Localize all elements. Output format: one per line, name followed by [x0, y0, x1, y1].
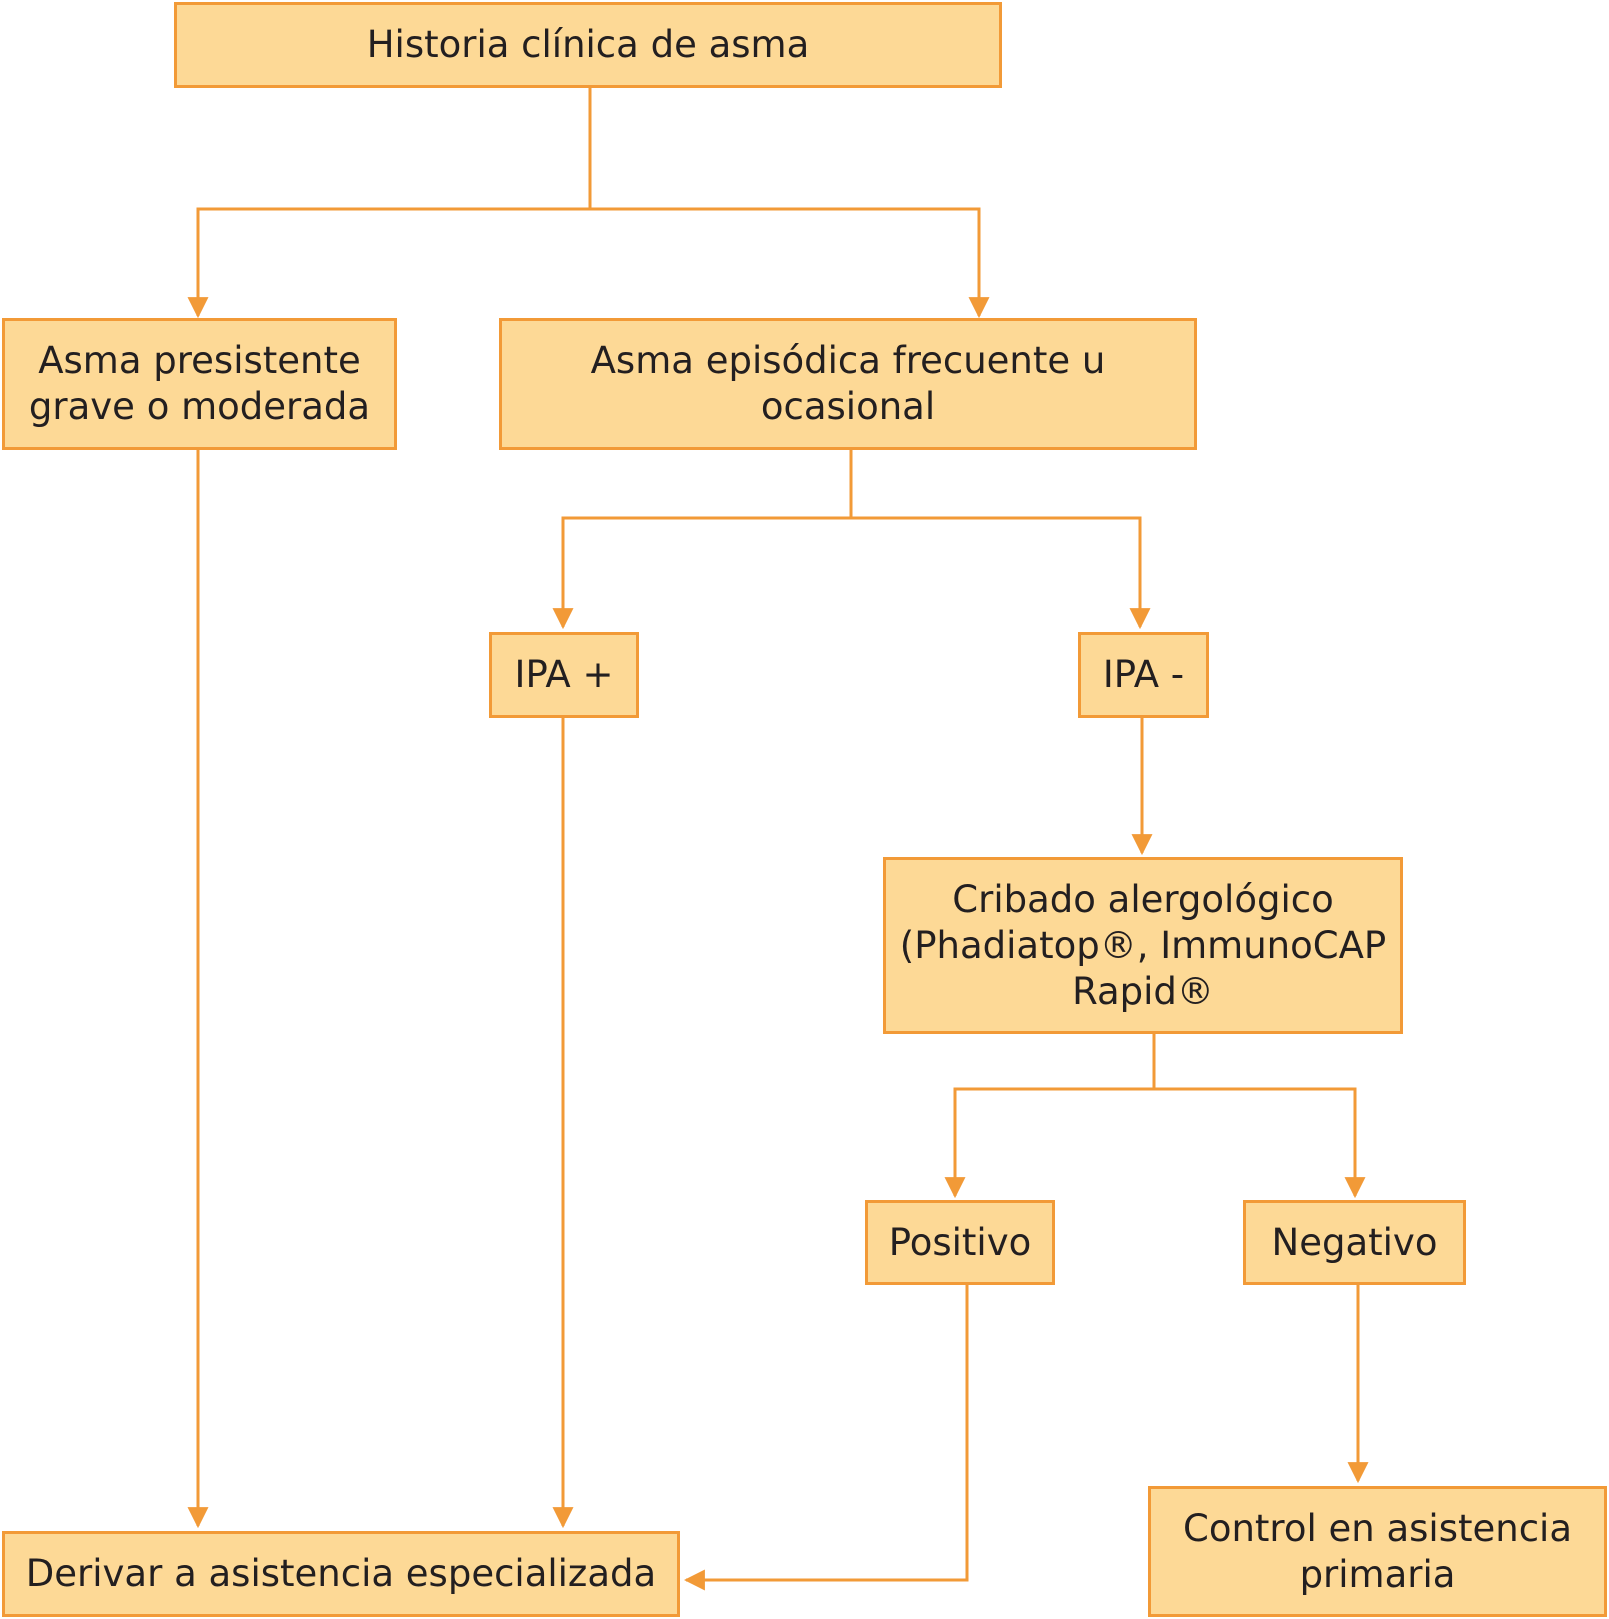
node-negativo: Negativo: [1243, 1200, 1466, 1285]
node-ipa-positivo-label: IPA +: [514, 653, 614, 696]
node-asma-episodica-label: Asma episódica frecuente u ocasional: [590, 339, 1106, 428]
edge-cribado-positivo: [944, 1034, 1156, 1199]
edge-historia-episodica: [590, 207, 990, 319]
node-positivo-label: Positivo: [888, 1220, 1032, 1264]
node-asma-episodica: Asma episódica frecuente u ocasional: [499, 318, 1197, 450]
node-ipa-negativo: IPA -: [1078, 632, 1209, 718]
node-negativo-label: Negativo: [1271, 1220, 1438, 1264]
node-asma-persistente-label: Asma presistente grave o moderada: [28, 339, 371, 428]
edge-historia-persistente: [187, 88, 592, 319]
edge-cribado-negativo: [1154, 1087, 1366, 1199]
node-historia-clinica-label: Historia clínica de asma: [366, 23, 810, 66]
node-derivar-especializada: Derivar a asistencia especializada: [2, 1531, 680, 1617]
edge-positivo-derivar: [683, 1285, 969, 1591]
edge-episodica-ipa-pos: [552, 450, 853, 630]
node-cribado-alergologico-label: Cribado alergológico (Phadiatop®, Immuno…: [899, 877, 1387, 1013]
node-ipa-positivo: IPA +: [489, 632, 639, 718]
node-cribado-alergologico: Cribado alergológico (Phadiatop®, Immuno…: [883, 857, 1403, 1034]
node-asma-persistente: Asma presistente grave o moderada: [2, 318, 397, 450]
node-control-primaria: Control en asistencia primaria: [1148, 1486, 1607, 1617]
node-ipa-negativo-label: IPA -: [1102, 653, 1185, 696]
node-derivar-especializada-label: Derivar a asistencia especializada: [25, 1552, 657, 1595]
node-historia-clinica: Historia clínica de asma: [174, 2, 1002, 88]
node-control-primaria-label: Control en asistencia primaria: [1182, 1506, 1572, 1596]
edge-episodica-ipa-neg: [851, 516, 1151, 630]
node-positivo: Positivo: [865, 1200, 1055, 1285]
